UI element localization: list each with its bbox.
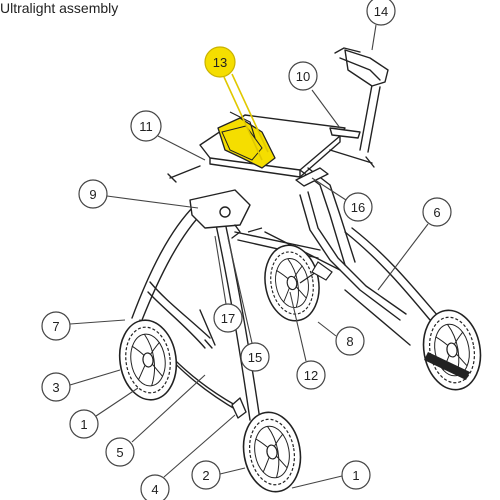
brake-shoe (424, 352, 470, 380)
leader-line-3 (69, 369, 121, 386)
callout-13: 13 (204, 46, 236, 78)
callout-label: 15 (248, 350, 262, 365)
callout-16: 16 (343, 192, 373, 222)
callout-label: 1 (80, 417, 87, 432)
leader-line-12 (289, 291, 307, 362)
callout-circle (204, 46, 236, 78)
callout-6: 6 (422, 197, 452, 227)
callout-label: 4 (151, 482, 158, 497)
callout-11: 11 (130, 110, 162, 142)
leader-line-4 (163, 414, 236, 478)
callout-label: 13 (213, 55, 227, 70)
callout-circle (341, 460, 371, 490)
callout-9: 9 (78, 179, 108, 209)
callout-1: 1 (69, 409, 99, 439)
callout-8: 8 (335, 326, 365, 356)
leader-line-17 (214, 235, 227, 305)
callout-circle (78, 179, 108, 209)
callout-circle (335, 326, 365, 356)
callout-15: 15 (240, 342, 270, 372)
leader-line-9 (106, 195, 199, 209)
callout-circle (366, 0, 396, 26)
callout-17: 17 (213, 303, 243, 333)
callout-label: 8 (346, 334, 353, 349)
leader-line-1 (95, 387, 139, 417)
callout-label: 10 (296, 69, 310, 84)
leader-line-1 (291, 475, 343, 489)
callout-circle (41, 372, 71, 402)
callout-label: 16 (351, 200, 365, 215)
callout-label: 11 (139, 119, 153, 134)
callout-circle (41, 311, 71, 341)
callout-12: 12 (296, 360, 326, 390)
callout-1: 1 (341, 460, 371, 490)
callout-5: 5 (105, 437, 135, 467)
frame (131, 47, 439, 421)
callout-label: 7 (52, 319, 59, 334)
callout-circle (343, 192, 373, 222)
callout-circle (191, 460, 221, 490)
wheel-rear-right (416, 304, 488, 396)
callout-label: 3 (52, 380, 59, 395)
callout-circle (288, 61, 318, 91)
leader-line-8 (317, 321, 337, 337)
callout-circle (105, 437, 135, 467)
wheel-rear-mid (258, 240, 326, 326)
callout-circle (130, 110, 162, 142)
diagram-title: Ultralight assembly (0, 0, 119, 16)
callout-10: 10 (288, 61, 318, 91)
leader-line-13 (231, 73, 269, 153)
leader-line-14 (371, 24, 377, 51)
callout-circle (422, 197, 452, 227)
leader-line-2 (219, 467, 246, 475)
leader-line-15 (227, 237, 253, 344)
leader-line-7 (69, 319, 126, 325)
callout-circle (240, 342, 270, 372)
callout-label: 17 (221, 311, 235, 326)
callout-label: 5 (116, 445, 123, 460)
wheel-front-left (113, 315, 183, 405)
callout-14: 14 (366, 0, 396, 26)
leader-line-16 (311, 177, 347, 201)
callout-4: 4 (140, 474, 170, 500)
callout-label: 9 (89, 187, 96, 202)
callout-circle (296, 360, 326, 390)
leader-line-5 (131, 374, 206, 443)
callout-label: 1 (352, 468, 359, 483)
callout-label: 6 (433, 205, 440, 220)
callout-label: 12 (304, 368, 318, 383)
callout-circle (140, 474, 170, 500)
callout-label: 2 (202, 468, 209, 483)
callout-circle (69, 409, 99, 439)
callout-circle (213, 303, 243, 333)
wheel-front-bottom (236, 406, 308, 498)
callout-7: 7 (41, 311, 71, 341)
leader-line-10 (311, 89, 341, 129)
callout-2: 2 (191, 460, 221, 490)
leader-line-13 (223, 76, 263, 161)
callout-label: 14 (374, 4, 388, 19)
leader-lines (69, 24, 429, 489)
leader-line-11 (157, 135, 206, 161)
leader-line-6 (377, 223, 429, 291)
callout-3: 3 (41, 372, 71, 402)
